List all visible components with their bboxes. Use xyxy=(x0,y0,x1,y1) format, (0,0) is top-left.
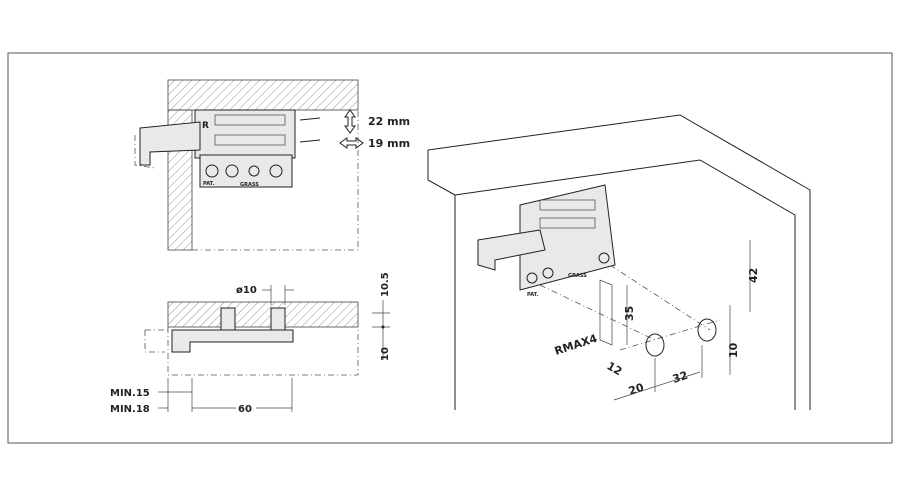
iso-brand-logo: GRASS xyxy=(568,273,587,279)
height-42-label: 42 xyxy=(747,268,760,283)
patent-mark: PAT. xyxy=(203,181,214,187)
hinge-iso xyxy=(477,184,616,291)
radius-label: RMAX4 xyxy=(553,332,599,358)
top-view: 22 mm 19 mm R PAT. GRASS xyxy=(134,79,410,251)
hole-diameter-label: ø10 xyxy=(236,285,257,296)
height-adjust-label: 22 mm xyxy=(368,115,410,128)
edge-12-label: 12 xyxy=(605,359,625,378)
top-offset-label: 10.5 xyxy=(380,272,391,297)
spacing-10-label: 10 xyxy=(727,342,740,358)
edge-20-label: 20 xyxy=(627,381,646,398)
hinge-top xyxy=(134,109,296,188)
height-35-label: 35 xyxy=(623,306,636,321)
frame xyxy=(7,52,893,444)
spacing-32-label: 32 xyxy=(671,369,690,386)
depth-label: 60 xyxy=(238,404,252,415)
min-18-label: MIN.18 xyxy=(110,404,150,415)
bottom-offset-label: 10 xyxy=(380,347,391,361)
section-view: ø10 10.5 10 MIN.15 MIN.18 60 xyxy=(110,272,391,415)
horizontal-arrow-icon xyxy=(339,137,364,149)
iso-patent-mark: PAT. xyxy=(527,292,538,298)
brand-logo: GRASS xyxy=(240,182,259,188)
iso-view: PAT. GRASS 42 35 10 RMAX4 12 20 32 xyxy=(427,114,811,410)
vertical-arrow-icon xyxy=(344,109,356,134)
side-mark: R xyxy=(202,121,209,131)
depth-adjust-label: 19 mm xyxy=(368,137,410,150)
min-15-label: MIN.15 xyxy=(110,388,150,399)
